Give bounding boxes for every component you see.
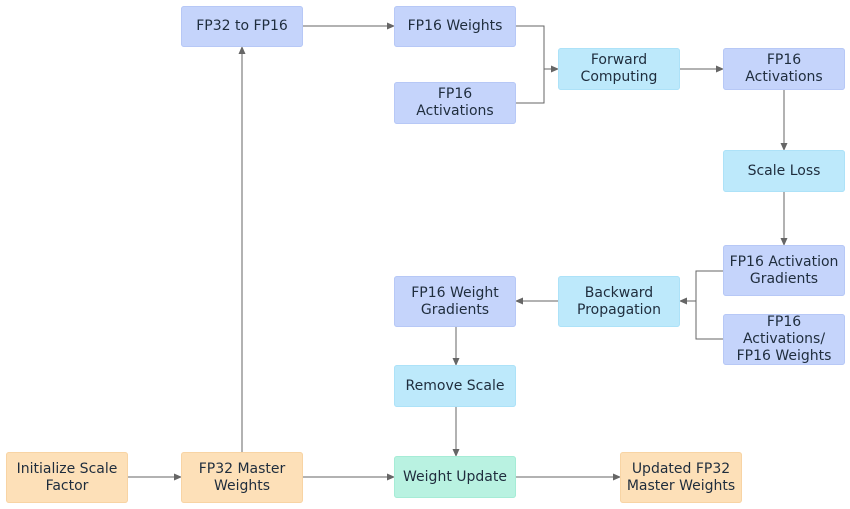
node-fp32-to-fp16: FP32 to FP16 (181, 6, 303, 47)
node-backward-propagation: Backward Propagation (558, 276, 680, 327)
node-remove-scale: Remove Scale (394, 365, 516, 407)
arrow-fp16-weights-to-forward (516, 25, 559, 73)
node-initialize-scale-factor: Initialize Scale Factor (6, 452, 128, 503)
node-updated-fp32-master-weights: Updated FP32 Master Weights (620, 452, 742, 503)
node-fp16-weight-gradients: FP16 Weight Gradients (394, 276, 516, 327)
arrow-activation-gradients-to-backward (679, 270, 723, 305)
node-scale-loss: Scale Loss (723, 150, 845, 192)
arrow-activations-weights-to-backward (695, 301, 723, 340)
node-fp32-master-weights: FP32 Master Weights (181, 452, 303, 503)
node-fp16-activation-gradients: FP16 Activation Gradients (723, 245, 845, 296)
node-fp16-activations-output: FP16 Activations (723, 48, 845, 90)
node-forward-computing: Forward Computing (558, 48, 680, 90)
node-weight-update: Weight Update (394, 456, 516, 498)
node-fp16-activations-input: FP16 Activations (394, 82, 516, 124)
node-fp16-activations-weights: FP16 Activations/ FP16 Weights (723, 314, 845, 365)
arrow-fp16-activations-to-forward (516, 69, 545, 104)
node-fp16-weights: FP16 Weights (394, 6, 516, 47)
